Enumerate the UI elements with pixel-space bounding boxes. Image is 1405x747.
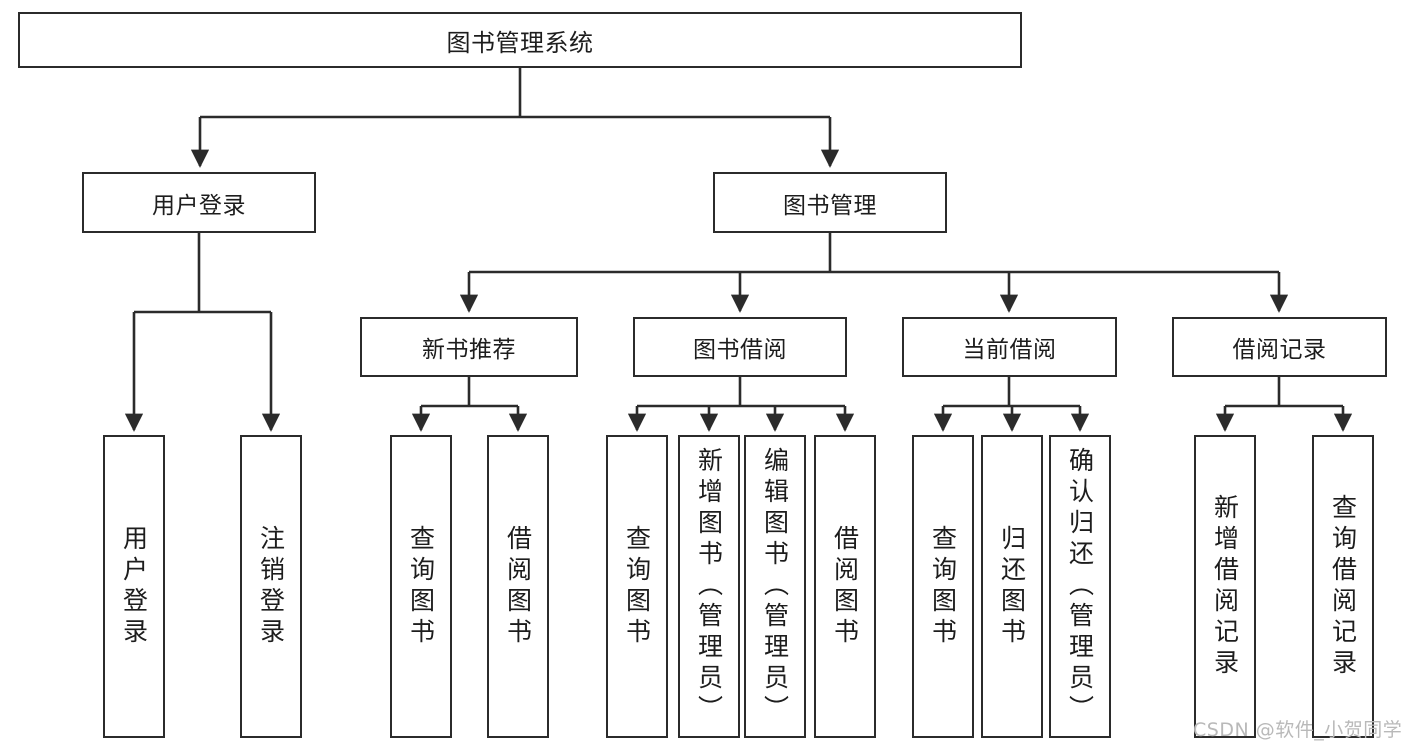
leaf-label: 借阅图书: [830, 524, 860, 649]
leaf-label: 新增图书（管理员）: [694, 447, 724, 726]
leaf-label: 归还图书: [997, 524, 1027, 649]
node-leaf-query-book-1[interactable]: 查询图书: [390, 435, 452, 738]
node-leaf-query-book-2[interactable]: 查询图书: [606, 435, 668, 738]
node-leaf-confirm-return[interactable]: 确认归还（管理员）: [1049, 435, 1111, 738]
node-leaf-user-login[interactable]: 用户登录: [103, 435, 165, 738]
leaf-label: 查询图书: [406, 524, 436, 649]
node-current-borrow[interactable]: 当前借阅: [902, 317, 1117, 377]
leaf-label: 注销登录: [256, 524, 286, 649]
leaf-label: 借阅图书: [503, 524, 533, 649]
node-leaf-edit-book[interactable]: 编辑图书（管理员）: [744, 435, 806, 738]
node-leaf-add-book[interactable]: 新增图书（管理员）: [678, 435, 740, 738]
leaf-label: 编辑图书（管理员）: [760, 447, 790, 726]
node-leaf-query-book-3[interactable]: 查询图书: [912, 435, 974, 738]
leaf-label: 新增借阅记录: [1210, 493, 1240, 680]
node-leaf-query-record[interactable]: 查询借阅记录: [1312, 435, 1374, 738]
node-leaf-user-logout[interactable]: 注销登录: [240, 435, 302, 738]
node-root[interactable]: 图书管理系统: [18, 12, 1022, 68]
leaf-label: 查询图书: [928, 524, 958, 649]
leaf-label: 用户登录: [119, 524, 149, 649]
watermark-text: CSDN @软件_小贺同学: [1193, 719, 1403, 741]
node-borrow-record[interactable]: 借阅记录: [1172, 317, 1387, 377]
node-user-login[interactable]: 用户登录: [82, 172, 316, 233]
leaf-label: 查询图书: [622, 524, 652, 649]
node-leaf-borrow-book-2[interactable]: 借阅图书: [814, 435, 876, 738]
node-leaf-add-record[interactable]: 新增借阅记录: [1194, 435, 1256, 738]
leaf-label: 确认归还（管理员）: [1065, 447, 1095, 726]
node-new-book-recommend[interactable]: 新书推荐: [360, 317, 578, 377]
node-leaf-borrow-book-1[interactable]: 借阅图书: [487, 435, 549, 738]
leaf-label: 查询借阅记录: [1328, 493, 1358, 680]
node-book-manage[interactable]: 图书管理: [713, 172, 947, 233]
node-leaf-return-book[interactable]: 归还图书: [981, 435, 1043, 738]
node-book-borrow[interactable]: 图书借阅: [633, 317, 847, 377]
